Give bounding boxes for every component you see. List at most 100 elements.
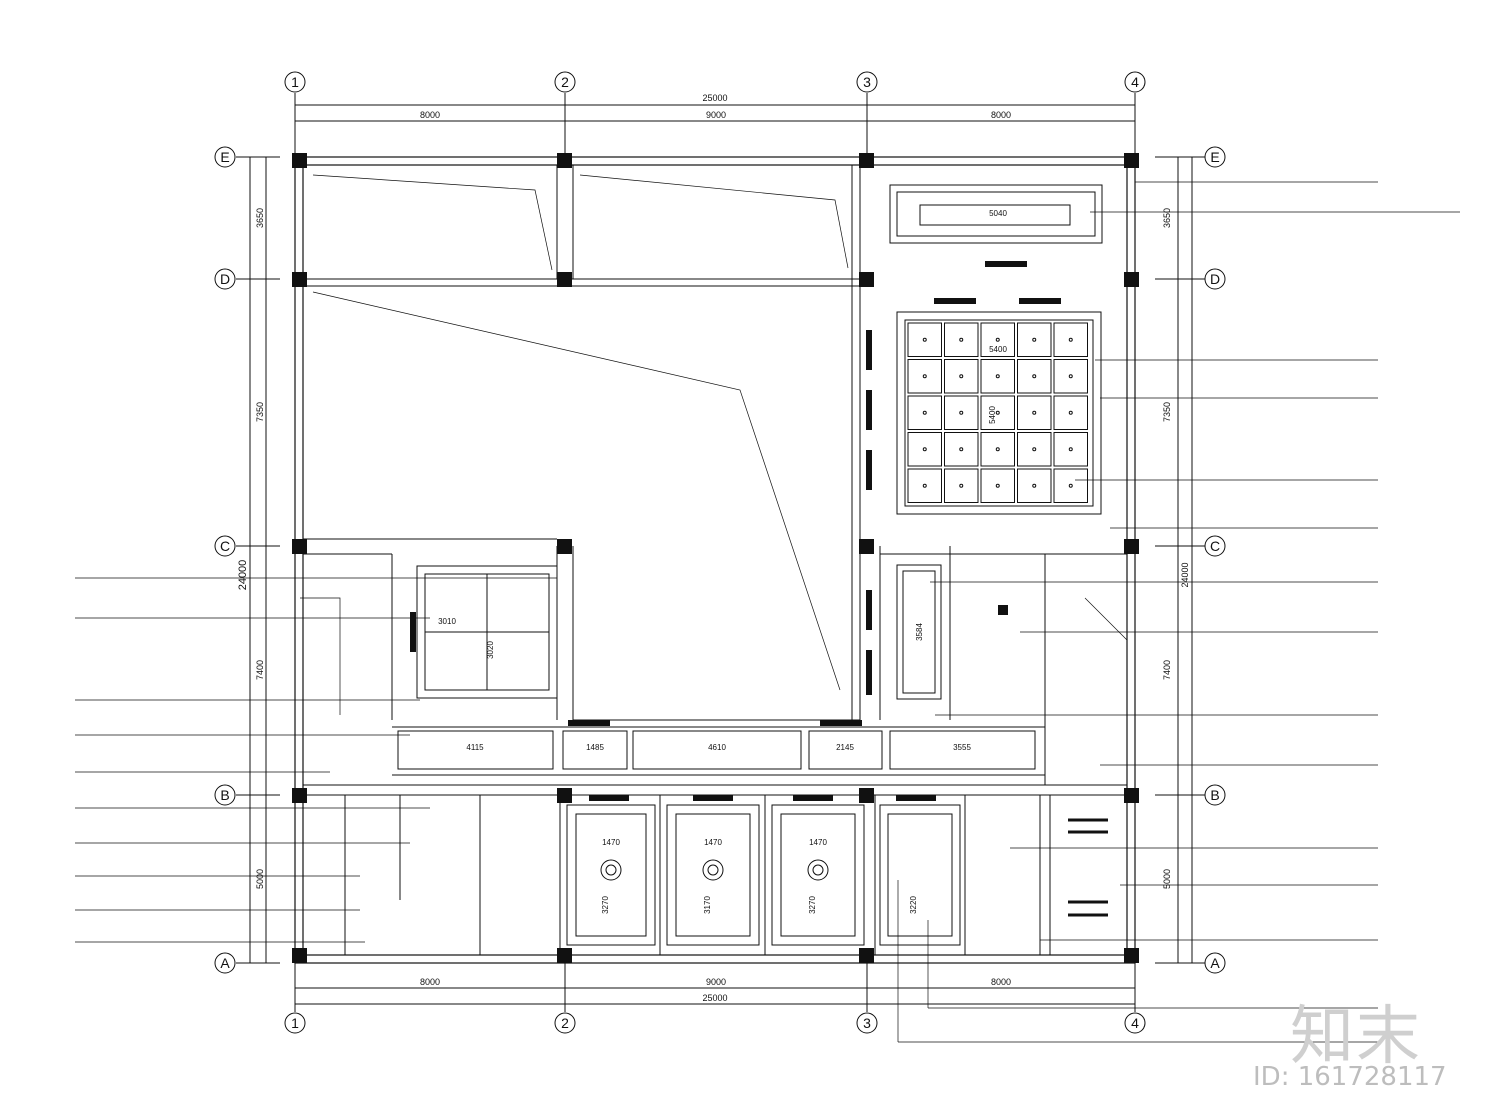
dim-right-span-3: 7400	[1162, 660, 1172, 680]
grid-ceiling-cell	[1017, 322, 1052, 357]
downlight-icon	[922, 410, 927, 415]
grid-ceiling-cell	[1053, 395, 1088, 430]
dim-corridor-5: 3555	[953, 743, 971, 752]
downlight-icon	[959, 337, 964, 342]
axis-label-1: 1	[291, 74, 299, 90]
grid-ceiling-cell	[907, 395, 942, 430]
ne-ceiling-panel	[889, 184, 1103, 244]
downlight-icon	[959, 374, 964, 379]
grid-ceiling-cell	[980, 359, 1015, 394]
axis-label-B-right: B	[1210, 787, 1219, 803]
dim-left-span-4: 5000	[255, 869, 265, 889]
dim-left-span-2: 7350	[255, 402, 265, 422]
dim-left-total: 24000	[237, 560, 249, 591]
downlight-icon	[959, 447, 964, 452]
dim-south-room-1: 1470	[602, 838, 620, 847]
axis-label-E-right: E	[1210, 149, 1219, 165]
dim-right-span-2: 7350	[1162, 402, 1172, 422]
dim-south-room-1-v: 3270	[601, 896, 610, 914]
interior-walls	[303, 165, 1127, 955]
axis-label-A-right: A	[1210, 955, 1220, 971]
grid-ceiling-cell	[1053, 432, 1088, 467]
axis-bottom-1: 1	[284, 1012, 306, 1034]
dim-bottom-total: 25000	[702, 993, 727, 1003]
downlight-icon	[922, 337, 927, 342]
downlight-icon	[922, 374, 927, 379]
dim-west-ceiling-h: 3010	[438, 617, 456, 626]
leader-lines-right	[897, 181, 1460, 1043]
axis-left-B: B	[214, 784, 236, 806]
axis-right-B: B	[1204, 784, 1226, 806]
dim-left-span-3: 7400	[255, 660, 265, 680]
axis-top-2: 2	[554, 71, 576, 93]
axis-label-B: B	[220, 787, 229, 803]
dim-south-room-2: 1470	[704, 838, 722, 847]
outer-walls	[294, 156, 1136, 964]
grid-ceiling-cell	[907, 359, 942, 394]
axis-bubbles: 1 2 3 4 1 2 3 4 E D C B A E D C B A	[214, 71, 1226, 1034]
axis-bottom-4: 4	[1124, 1012, 1146, 1034]
axis-label-A: A	[220, 955, 230, 971]
downlight-icon	[1068, 374, 1073, 379]
axis-left-C: C	[214, 535, 236, 557]
axis-label-4: 4	[1131, 74, 1139, 90]
downlight-icon	[995, 483, 1000, 488]
dim-south-room-2-v: 3170	[703, 896, 712, 914]
grid-ceiling-cell	[1053, 322, 1088, 357]
dim-right-total: 24000	[1180, 562, 1190, 587]
axis-label-4-bottom: 4	[1131, 1015, 1139, 1031]
dim-bottom-span-3: 8000	[991, 977, 1011, 987]
grid-ceiling-cell	[944, 432, 979, 467]
axis-label-2: 2	[561, 74, 569, 90]
axis-label-C: C	[220, 538, 230, 554]
downlight-icon	[1032, 374, 1037, 379]
grid-ceiling-cell	[1017, 468, 1052, 503]
axis-label-D: D	[220, 271, 230, 287]
grid-ceiling-cell	[1053, 359, 1088, 394]
grid-ceiling-cell	[907, 322, 942, 357]
grid-ceiling-cell	[1017, 359, 1052, 394]
axis-left-A: A	[214, 952, 236, 974]
dimension-texts: 25000 8000 9000 8000 8000 9000 8000 2500…	[237, 93, 1190, 1003]
downlight-icon	[1068, 337, 1073, 342]
dim-west-ceiling-v: 3020	[486, 641, 495, 659]
watermark-id: ID: 161728117	[1253, 1062, 1447, 1092]
downlight-icon	[959, 483, 964, 488]
axis-top-4: 4	[1124, 71, 1146, 93]
downlight-icon	[1032, 337, 1037, 342]
dim-bottom-span-1: 8000	[420, 977, 440, 987]
grid-ceiling-cell	[944, 322, 979, 357]
downlight-icon	[995, 374, 1000, 379]
dim-bottom-span-2: 9000	[706, 977, 726, 987]
east-long-ceiling	[896, 564, 942, 700]
dim-corridor-1: 4115	[466, 743, 484, 752]
dim-south-room-4-v: 3220	[909, 896, 918, 914]
dim-right-span-1: 3650	[1162, 208, 1172, 228]
se-rooms	[1049, 794, 1128, 956]
downlight-icon	[1032, 483, 1037, 488]
grid-ceiling-cell	[980, 322, 1015, 357]
axis-label-3-bottom: 3	[863, 1015, 871, 1031]
leader-lines-left	[75, 577, 557, 943]
corridor-ceilings	[397, 730, 1036, 770]
grid-ceiling-cell	[944, 468, 979, 503]
dim-grid-ceiling-v: 5400	[988, 406, 997, 424]
axis-label-1-bottom: 1	[291, 1015, 299, 1031]
grid-ceiling-cell	[907, 432, 942, 467]
dim-right-span-4: 5000	[1162, 869, 1172, 889]
dim-top-span-3: 8000	[991, 110, 1011, 120]
axis-right-C: C	[1204, 535, 1226, 557]
downlight-icon	[995, 337, 1000, 342]
dim-grid-ceiling: 5400	[989, 345, 1007, 354]
downlight-icon	[922, 483, 927, 488]
grid-ceiling	[896, 311, 1102, 515]
axis-left-D: D	[214, 268, 236, 290]
axis-label-C-right: C	[1210, 538, 1220, 554]
dim-south-room-3-v: 3270	[808, 896, 817, 914]
downlight-icon	[922, 447, 927, 452]
dim-corridor-3: 4610	[708, 743, 726, 752]
grid-ceiling-cell	[944, 395, 979, 430]
dim-corridor-4: 2145	[836, 743, 854, 752]
grid-ceiling-cell	[1017, 432, 1052, 467]
